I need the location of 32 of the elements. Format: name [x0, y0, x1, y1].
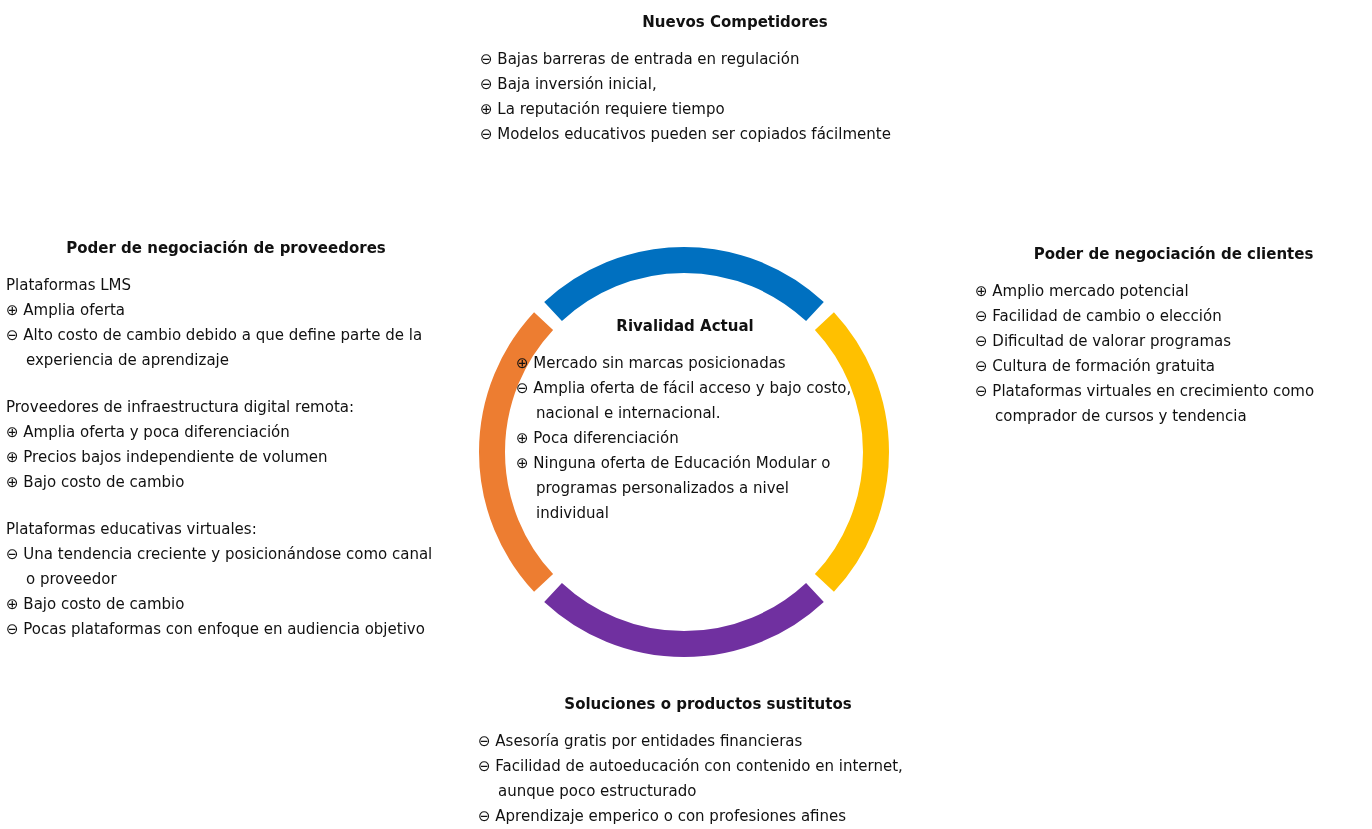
bullet-item: ⊖ Pocas plataformas con enfoque en audiencia objetivo [6, 619, 426, 640]
bullet-item: ⊖ Alto costo de cambio debido a que define parte de la experiencia de aprendizaje [6, 325, 424, 371]
bullet-item: ⊖ Baja inversión inicial, [480, 74, 658, 95]
bullet-item: ⊕ Mercado sin marcas posicionadas [516, 353, 787, 374]
group-heading: Plataformas LMS [6, 275, 133, 296]
section-heading: Nuevos Competidores [641, 12, 829, 33]
bullet-item: ⊕ Amplia oferta y poca diferenciación [6, 422, 291, 443]
bullet-item: ⊕ Poca diferenciación [516, 428, 680, 449]
group-heading: Plataformas educativas virtuales: [6, 519, 258, 540]
bullet-item: ⊖ Amplia oferta de fácil acceso y bajo costo, nacional e internacional. [516, 378, 853, 424]
bullet-item: ⊖ Facilidad de cambio o elección [975, 306, 1223, 327]
bullet-item: ⊖ Una tendencia creciente y posicionándose como canal o proveedor [6, 544, 434, 590]
bullet-item: ⊖ Aprendizaje emperico o con profesiones afines [478, 806, 848, 827]
bullet-item: ⊕ Amplio mercado potencial [975, 281, 1190, 302]
bullet-item: ⊕ La reputación requiere tiempo [480, 99, 726, 120]
section-heading: Poder de negociación de clientes [1032, 244, 1315, 265]
bullet-item: ⊖ Modelos educativos pueden ser copiados fácilmente [480, 124, 892, 145]
bullet-item: ⊖ Facilidad de autoeducación con contenido en internet, aunque poco estructurado [478, 756, 904, 802]
section-heading: Rivalidad Actual [615, 316, 755, 337]
section-heading: Poder de negociación de proveedores [65, 238, 387, 259]
bullet-item: ⊖ Asesoría gratis por entidades financieras [478, 731, 804, 752]
bullet-item: ⊕ Bajo costo de cambio [6, 472, 186, 493]
bullet-item: ⊖ Bajas barreras de entrada en regulación [480, 49, 801, 70]
bullet-item: ⊖ Cultura de formación gratuita [975, 356, 1217, 377]
bullet-item: ⊕ Amplia oferta [6, 300, 126, 321]
bullet-item: ⊕ Bajo costo de cambio [6, 594, 186, 615]
group-heading: Proveedores de infraestructura digital remota: [6, 397, 356, 418]
section-heading: Soluciones o productos sustitutos [563, 694, 853, 715]
bullet-item: ⊖ Plataformas virtuales en crecimiento como comprador de cursos y tendencia [975, 381, 1316, 427]
bullet-item: ⊖ Dificultad de valorar programas [975, 331, 1233, 352]
bullet-item: ⊕ Ninguna oferta de Educación Modular o programas personalizados a nivel individual [516, 453, 832, 524]
bullet-item: ⊕ Precios bajos independiente de volumen [6, 447, 329, 468]
